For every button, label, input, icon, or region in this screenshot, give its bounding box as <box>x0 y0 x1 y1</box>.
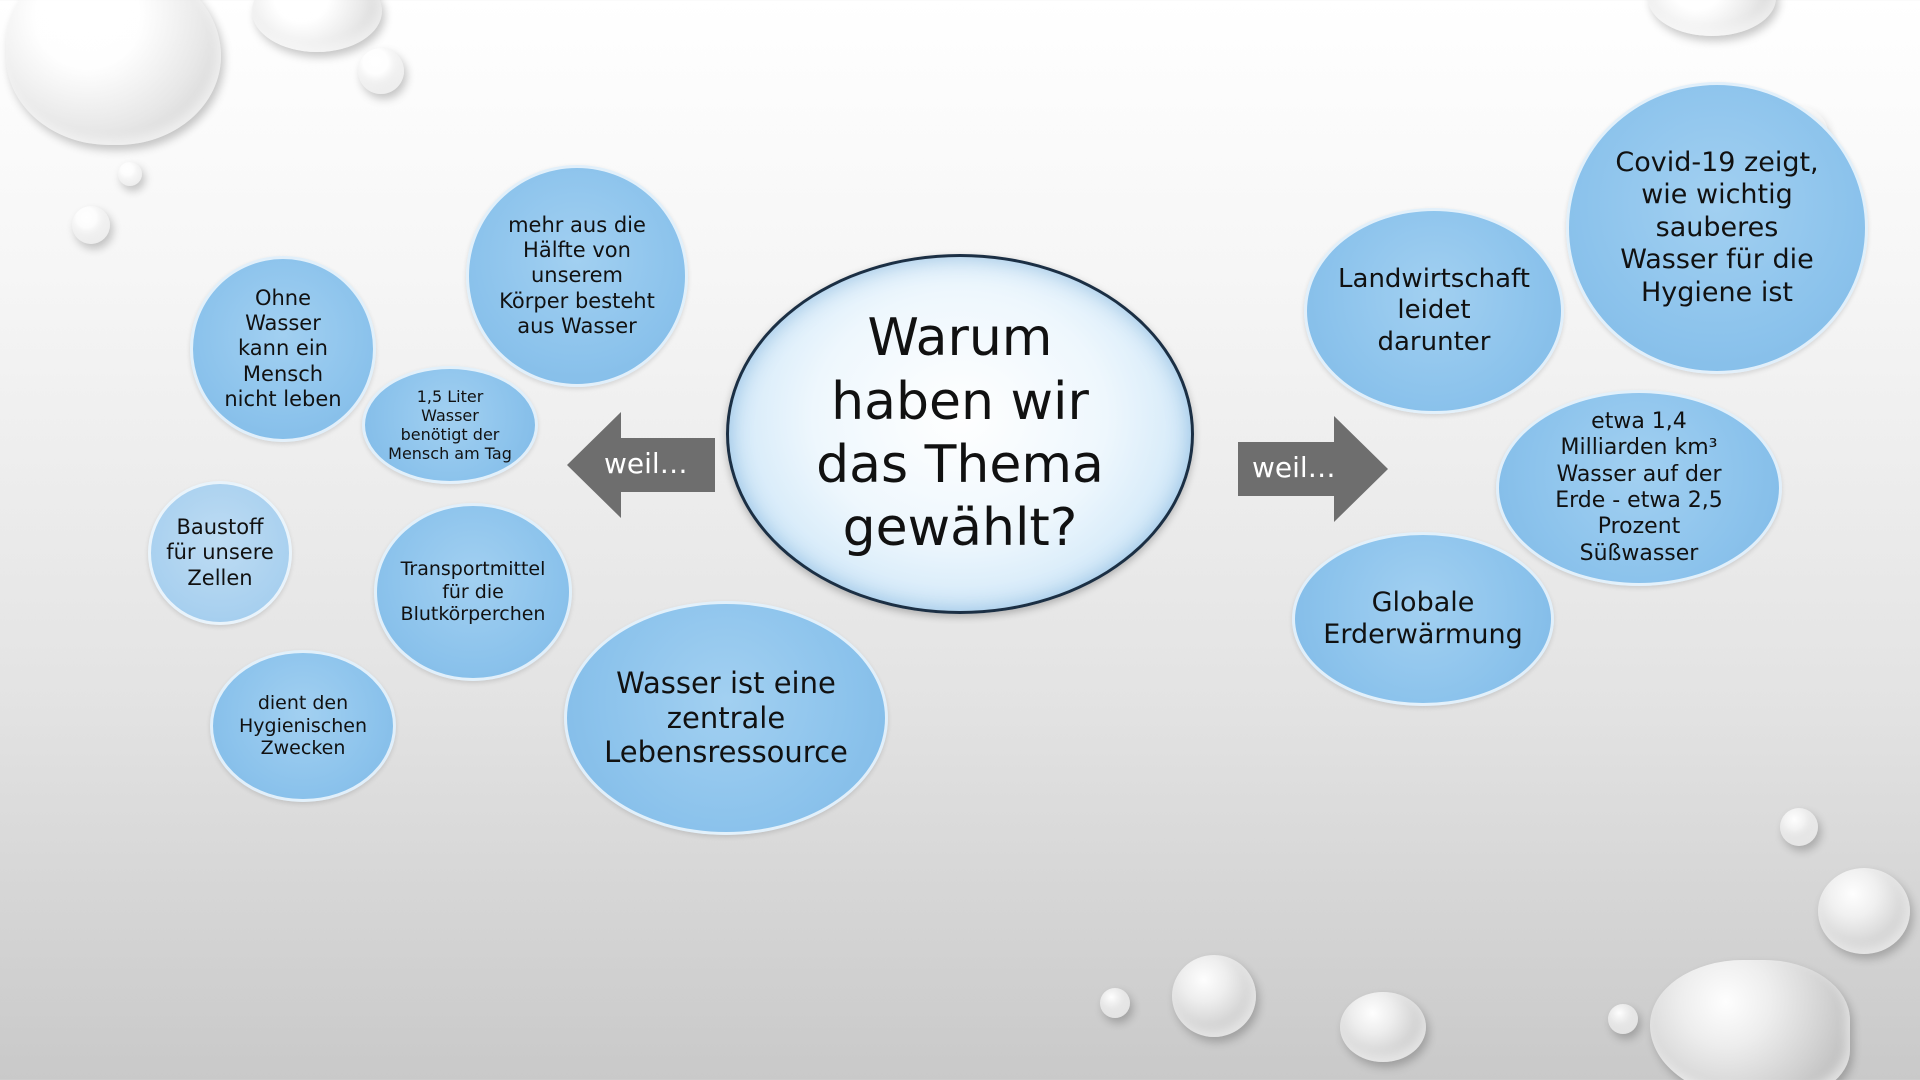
water-drop-decoration <box>358 48 404 94</box>
central-question-oval: Warum haben wir das Thema gewählt? <box>726 254 1194 614</box>
bubble-covid-text: Covid-19 zeigt, wie wichtig sauberes Was… <box>1615 147 1819 308</box>
bubble-transport-text: Transportmittel für die Blutkörperchen <box>400 557 546 626</box>
bubble-liters: 1,5 Liter Wasser benötigt der Mensch am … <box>362 366 538 484</box>
bubble-agriculture-text: Landwirtschaft leidet darunter <box>1338 264 1530 357</box>
water-drop-decoration <box>1340 992 1426 1062</box>
water-drop-decoration <box>118 162 142 186</box>
water-drop-decoration <box>1648 0 1776 36</box>
central-question-text: Warum haben wir das Thema gewählt? <box>816 308 1104 559</box>
bubble-agriculture: Landwirtschaft leidet darunter <box>1304 208 1564 414</box>
bubble-warming: Globale Erderwärmung <box>1292 532 1554 706</box>
bubble-no-life: Ohne Wasser kann ein Mensch nicht leben <box>190 256 376 442</box>
bubble-building: Baustoff für unsere Zellen <box>148 481 292 625</box>
bubble-hygiene: dient den Hygienischen Zwecken <box>210 650 396 802</box>
bubble-resource-text: Wasser ist eine zentrale Lebensressource <box>604 665 848 770</box>
arrow-left-label: weil… <box>604 447 688 480</box>
bubble-warming-text: Globale Erderwärmung <box>1323 586 1523 650</box>
water-drop-decoration <box>1650 960 1850 1080</box>
bubble-resource: Wasser ist eine zentrale Lebensressource <box>564 601 888 835</box>
water-drop-decoration <box>1818 868 1910 954</box>
bubble-freshwater: etwa 1,4 Milliarden km³ Wasser auf der E… <box>1496 390 1782 586</box>
water-drop-decoration <box>1780 808 1818 846</box>
bubble-transport: Transportmittel für die Blutkörperchen <box>374 503 572 681</box>
water-drop-decoration <box>6 0 221 145</box>
water-drop-decoration <box>1172 955 1256 1037</box>
water-drop-decoration <box>1608 1004 1638 1034</box>
arrow-right-label: weil… <box>1252 451 1336 484</box>
water-drop-decoration <box>72 206 110 244</box>
water-drop-decoration <box>252 0 382 52</box>
water-drop-decoration <box>1100 988 1130 1018</box>
bubble-half-body: mehr aus die Hälfte von unserem Körper b… <box>466 165 688 387</box>
bubble-freshwater-text: etwa 1,4 Milliarden km³ Wasser auf der E… <box>1555 408 1723 566</box>
bubble-liters-text: 1,5 Liter Wasser benötigt der Mensch am … <box>388 386 512 464</box>
bubble-covid: Covid-19 zeigt, wie wichtig sauberes Was… <box>1566 82 1868 374</box>
bubble-building-text: Baustoff für unsere Zellen <box>166 515 274 590</box>
arrow-left-icon <box>567 412 715 518</box>
bubble-half-body-text: mehr aus die Hälfte von unserem Körper b… <box>499 213 655 338</box>
bubble-hygiene-text: dient den Hygienischen Zwecken <box>239 691 367 760</box>
bubble-no-life-text: Ohne Wasser kann ein Mensch nicht leben <box>224 286 342 411</box>
arrow-right-icon <box>1238 416 1388 522</box>
